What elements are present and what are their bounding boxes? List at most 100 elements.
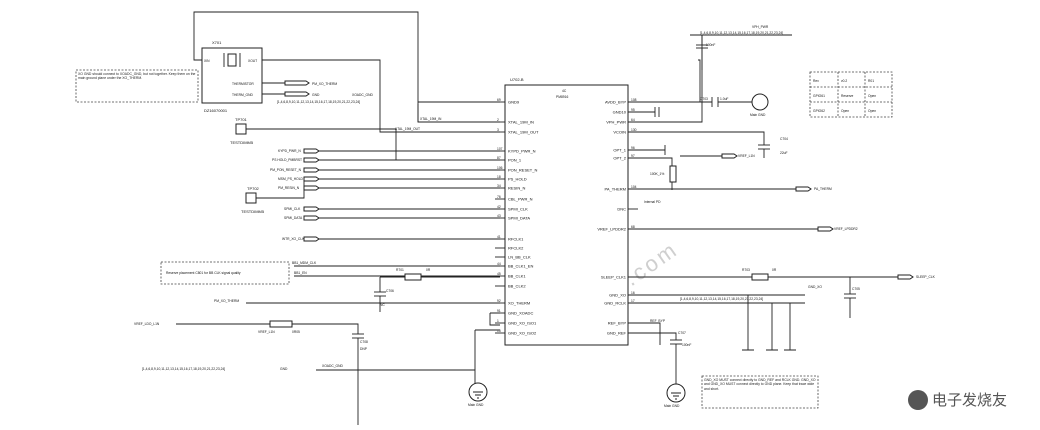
left-pin-name: XO_THERM	[508, 301, 530, 306]
crystal-x701[interactable]: X701 DZ16070001 XIN XOUT THERMISTOR THER…	[201, 40, 263, 113]
c704-label: C704	[780, 137, 788, 141]
right-pin-name: VREF_LPDDR2	[597, 227, 626, 232]
c703[interactable]: C703 1.0uF	[628, 97, 752, 107]
right-pin-name: VCOIN	[613, 130, 626, 135]
right-pin-name: OPT_1	[613, 148, 626, 153]
right-pin-name: SLEEP_CLK1	[601, 275, 627, 280]
crystal-ref: X701	[212, 40, 222, 45]
gnd-note-box	[701, 375, 819, 409]
c707[interactable]: C707 100nF	[628, 331, 691, 385]
left-pin-number: 43	[497, 214, 501, 218]
therm-net-label: PM_XO_THERM	[312, 82, 337, 86]
table-cell: GPIO61	[813, 94, 825, 98]
table-cell: Rev	[813, 79, 819, 83]
logo-text: 电子发烧友	[932, 392, 1007, 409]
r701-label: R701	[396, 268, 404, 272]
left-pin-number: 44	[497, 262, 501, 266]
right-pin-number: 96	[631, 146, 635, 150]
r703-value: 0R	[772, 268, 777, 272]
right-pin-number: 130	[631, 128, 637, 132]
c707-value: 100nF	[682, 343, 691, 347]
net-long-top: [1,4,6,8,9,10,11,12,13,14,15,16,17,18,19…	[700, 31, 783, 35]
ic-ref: U702-B	[510, 77, 524, 82]
gnd-note: GND_XO MUST connect directly to GND_REF …	[704, 378, 816, 391]
table-cell: R01	[868, 79, 874, 83]
c704-value: 22uF	[780, 151, 788, 155]
tp701[interactable]: TP701 TESTDIMM5	[230, 117, 254, 145]
bb-note-box	[160, 261, 290, 285]
crystal-therm: THERMISTOR	[232, 82, 254, 86]
net-bbclk: BB1_MDM_CLK	[292, 261, 317, 265]
left-pin-name: BB_CLK1	[508, 274, 526, 279]
r703-label: R703	[742, 268, 750, 272]
right-pin-number: 97	[631, 154, 635, 158]
net-gnd-xo: GND_XO	[808, 285, 822, 289]
net-vrefl2: VREF_L1N	[258, 330, 275, 334]
long-net-label-3: [1,4,6,8,9,10,11,12,13,14,15,16,17,18,19…	[680, 297, 763, 301]
table-cell: Reserve	[841, 94, 853, 98]
left-pin-name: GND9	[508, 100, 520, 105]
net-sleep: SLEEP_CLK	[916, 275, 936, 279]
c706[interactable]: C706 NC	[374, 289, 394, 312]
r702-value: 100K_1%	[650, 172, 664, 176]
crystal-pin-in: XIN	[204, 59, 210, 63]
table-cell: Open	[868, 94, 876, 98]
bb-note: Reserve placement C801 for BB CLK signal…	[166, 271, 241, 275]
net-vrefl: VREF_LDO_L1N	[134, 322, 160, 326]
r702[interactable]: 100K_1%	[650, 165, 677, 183]
net-pshold: MSM_PS_HOLD	[278, 177, 304, 181]
left-net-flags: KYPD_PWR_N PS HOLD_PMBRST PM_PON_RESET_N…	[270, 148, 500, 242]
left-pin-number: 1	[497, 319, 499, 323]
r701-value: 0R	[426, 268, 431, 272]
net-gnd: GND	[280, 367, 288, 371]
net-spmi-data: SPMI_DATA	[284, 216, 303, 220]
c708-label: C708	[360, 340, 368, 344]
net-vph-pwr: VPH_PWR	[752, 25, 769, 29]
internal-pd: Internal PD	[644, 200, 661, 204]
tp702[interactable]: TP702 TESTDIMM5	[241, 186, 265, 214]
net-vref-l1n-right: VREF_L1N	[738, 154, 755, 158]
net-bbclken: BB1_EN	[294, 271, 307, 275]
c702-value: 100nF	[706, 43, 715, 47]
left-pin-number: 91	[497, 309, 501, 313]
left-pin-number: 18	[497, 175, 501, 179]
right-pin-name: REF_BYP	[608, 321, 627, 326]
r703[interactable]: R703 0R	[628, 268, 898, 281]
left-pin-number: 3	[497, 128, 499, 132]
tp702-label: TP702	[247, 186, 260, 191]
long-net-label-1: [1,4,6,8,9,10,11,12,13,14,15,16,17,18,19…	[277, 100, 360, 104]
table-cell: GPIO62	[813, 109, 825, 113]
table-cell: Open	[841, 109, 849, 113]
tp702-part: TESTDIMM5	[241, 209, 265, 214]
r701b-value: 0R05	[292, 330, 300, 334]
right-pin-name: PA_THERM	[605, 187, 626, 192]
left-pin-name: PON_RESET_N	[508, 168, 537, 173]
right-pin-number: 108	[631, 98, 637, 102]
c708-value: DNP	[360, 347, 368, 351]
c705[interactable]: C705	[844, 287, 860, 318]
main-gnd-avdd: Main GND	[750, 113, 766, 117]
ic-tag: 4C	[562, 89, 567, 93]
c704[interactable]: C704 22uF	[758, 137, 788, 158]
left-pin-name: RFCLK1	[508, 237, 524, 242]
crystal-part: DZ16070001	[204, 108, 228, 113]
right-pin-number: 64	[631, 118, 635, 122]
r701[interactable]: R701 0R	[396, 268, 431, 281]
left-pin-name: KYPD_PWR_N	[508, 149, 536, 154]
left-pin-number: 41	[497, 235, 501, 239]
left-pin-name: XTAL_19M_IN	[508, 120, 534, 125]
right-pin-name: OPT_2	[613, 156, 626, 161]
net-wtr: WTR_XO_CLK	[282, 237, 305, 241]
net-vref-lpddr: VREF_LPDDR2	[834, 227, 858, 231]
left-pin-name: BB_CLK1_EN	[508, 264, 533, 269]
r701b[interactable]	[269, 320, 293, 328]
right-pin-name: GND_RCLK	[604, 301, 626, 306]
left-pin-name: BB_CLK2	[508, 284, 526, 289]
ic-u702[interactable]: U702-B 4C PM8916	[504, 77, 629, 346]
crystal-pin-out: XOUT	[248, 59, 257, 63]
left-pin-name: GND_XO_ISO1	[508, 321, 537, 326]
left-pin-number: 15	[497, 329, 501, 333]
c708[interactable]: C708 DNP	[352, 333, 368, 425]
option-table	[809, 71, 893, 118]
